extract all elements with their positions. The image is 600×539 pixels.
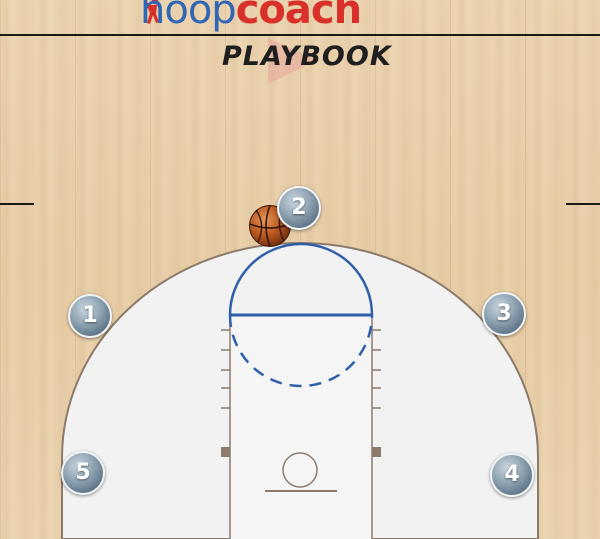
player-4[interactable]: 4: [490, 453, 534, 497]
free-throw-circle-top: [228, 242, 374, 316]
left-block: [221, 447, 230, 457]
right-block: [372, 447, 381, 457]
brand-hoop: hoop: [140, 0, 237, 33]
brand-logo: hoopcoach: [140, 0, 470, 34]
logo-watermark: [268, 38, 318, 84]
player-1[interactable]: 1: [68, 294, 112, 338]
player-2[interactable]: 2: [277, 186, 321, 230]
player-3[interactable]: 3: [482, 292, 526, 336]
playbook-title: PLAYBOOK: [222, 41, 392, 72]
brand-coach: coach: [235, 0, 362, 33]
player-silhouette-icon: [144, 0, 159, 24]
player-5[interactable]: 5: [61, 451, 105, 495]
basket-rim: [282, 452, 318, 488]
free-throw-circle-bottom: [228, 314, 374, 388]
paint-key: [229, 314, 373, 539]
